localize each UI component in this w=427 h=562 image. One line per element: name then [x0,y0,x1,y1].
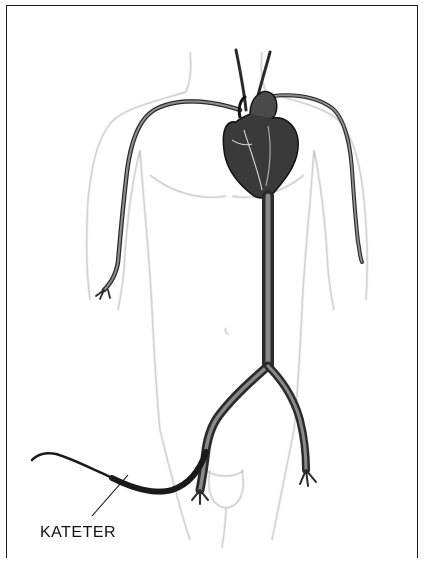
left-arm-artery [96,101,240,299]
catheter-label: KATETER [40,524,116,542]
catheter-leader-line [92,475,128,516]
